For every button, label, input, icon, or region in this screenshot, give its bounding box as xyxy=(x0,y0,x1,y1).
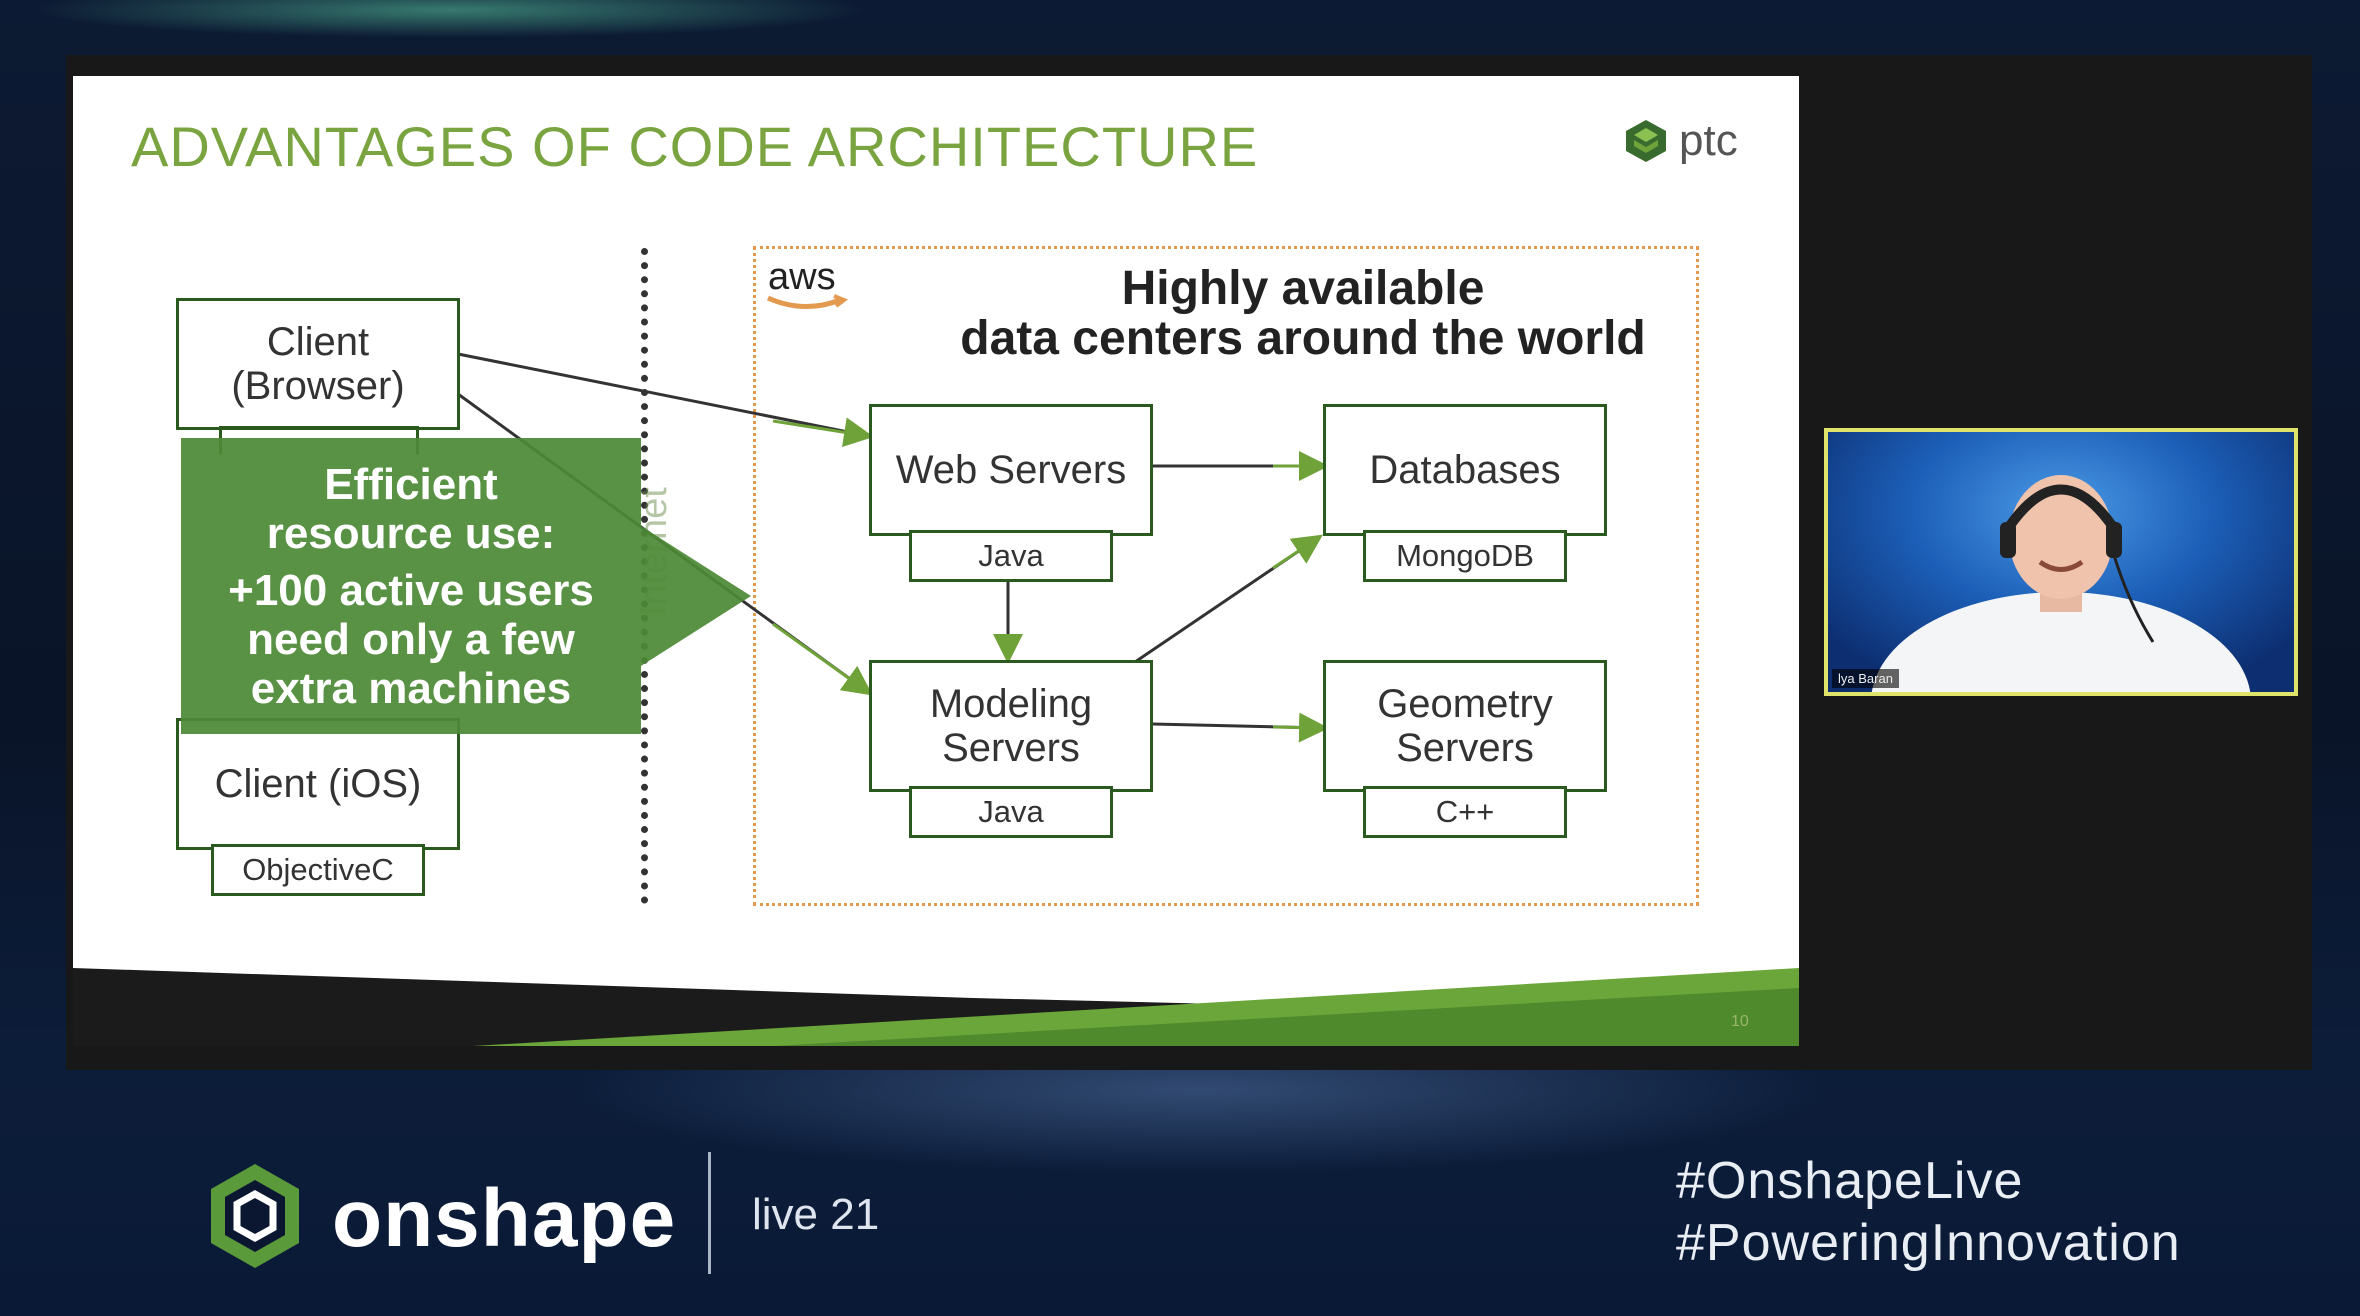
callout-line-3: +100 active users xyxy=(228,566,594,615)
callout-line-5: extra machines xyxy=(251,664,571,713)
callout-line-4: need only a few xyxy=(247,615,575,664)
client-browser-box: Client (Browser) xyxy=(176,298,460,430)
web-servers-box: Web Servers xyxy=(869,404,1153,536)
slide-page-number: 10 xyxy=(1731,1013,1749,1031)
client-ios-box: Client (iOS) xyxy=(176,718,460,850)
onshape-logo xyxy=(205,1160,305,1277)
hashtag-powering-innovation: #PoweringInnovation xyxy=(1676,1212,2181,1274)
speaker-avatar-icon xyxy=(1828,432,2294,692)
geometry-servers-tag: C++ xyxy=(1363,786,1567,838)
modeling-servers-box: Modeling Servers xyxy=(869,660,1153,792)
speaker-name-label: lya Baran xyxy=(1832,669,1899,688)
slide: ADVANTAGES OF CODE ARCHITECTURE ptc aws … xyxy=(73,76,1799,1046)
web-servers-tag: Java xyxy=(909,530,1113,582)
event-hashtags: #OnshapeLive #PoweringInnovation xyxy=(1676,1150,2181,1274)
efficiency-callout: Efficient resource use: +100 active user… xyxy=(181,438,641,734)
onshape-brand-text: onshape xyxy=(332,1172,676,1266)
databases-tag: MongoDB xyxy=(1363,530,1567,582)
brand-divider xyxy=(708,1152,711,1274)
callout-line-1: Efficient xyxy=(324,460,498,509)
slide-footer-swoosh xyxy=(73,958,1799,1046)
speaker-webcam-tile[interactable]: lya Baran xyxy=(1824,428,2298,696)
modeling-servers-tag: Java xyxy=(909,786,1113,838)
client-ios-tag: ObjectiveC xyxy=(211,844,425,896)
geometry-servers-box: Geometry Servers xyxy=(1323,660,1607,792)
databases-box: Databases xyxy=(1323,404,1607,536)
arrow-browser-to-web xyxy=(458,354,868,436)
callout-arrow xyxy=(641,526,751,666)
callout-line-2: resource use: xyxy=(267,509,556,558)
event-label: live 21 xyxy=(752,1190,879,1240)
onshape-hexagon-icon xyxy=(205,1160,305,1272)
hashtag-onshape-live: #OnshapeLive xyxy=(1676,1150,2181,1212)
